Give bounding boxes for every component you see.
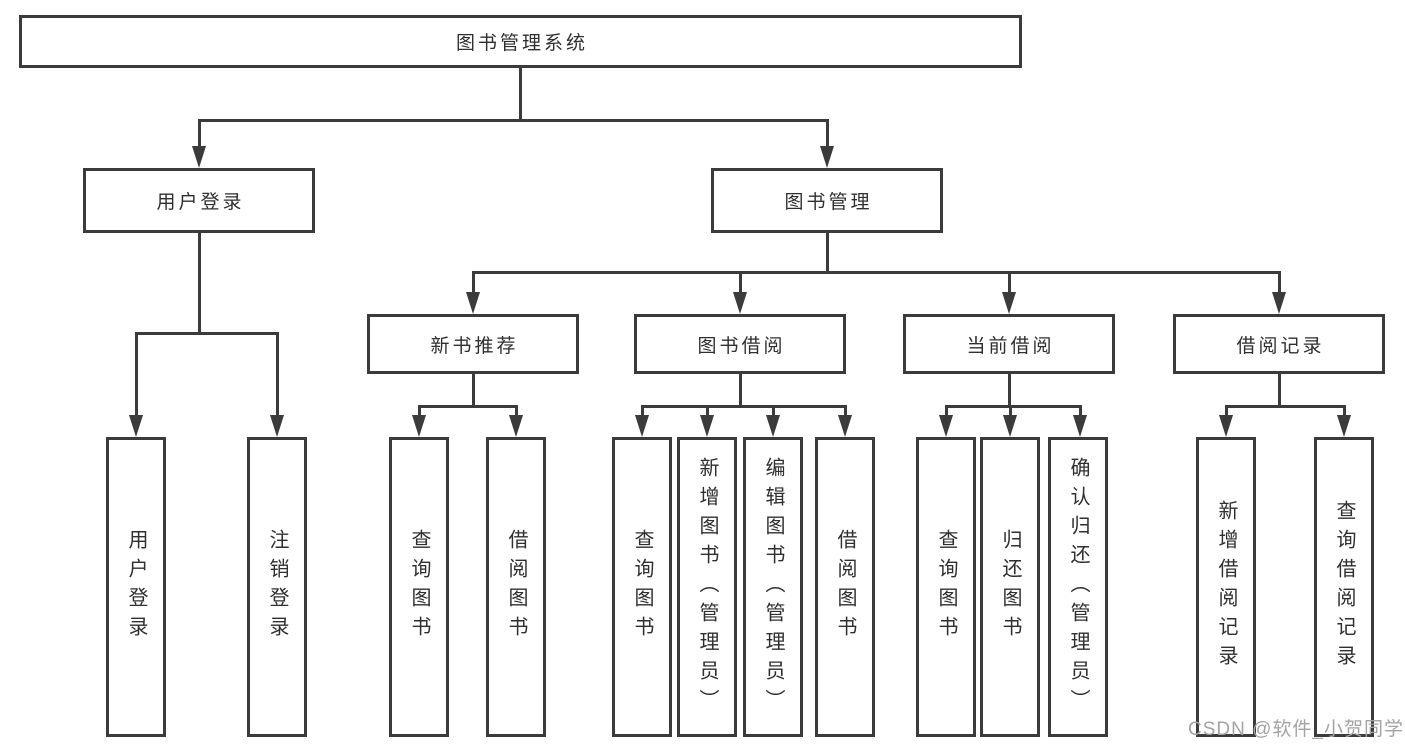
leaf-logout: 注销登录 [247,437,307,737]
connector-line [1007,374,1011,408]
leaf-query-borrow-record: 查询借阅记录 [1314,437,1374,737]
connector-line [705,405,709,417]
connector-line [514,405,518,417]
connector-line [471,374,475,408]
node-book-borrowing: 图书借阅 [634,314,846,374]
node-label: 图书管理 [784,192,873,213]
leaf-label: 借阅图书 [834,529,856,645]
arrowhead-down-icon [270,415,284,437]
connector-line [1078,405,1082,417]
leaf-query-books: 查询图书 [612,437,672,737]
connector-line [1224,405,1228,417]
connector-line [640,405,644,417]
connector-line [1277,271,1281,293]
leaf-label: 归还图书 [999,529,1021,645]
leaf-label: 确认归还（管理员） [1067,456,1089,718]
node-new-book-recommendation: 新书推荐 [367,314,579,374]
leaf-query-books: 查询图书 [389,437,449,737]
csdn-watermark: CSDN @软件_小贺同学 [1188,719,1404,740]
arrowhead-down-icon [838,415,852,437]
node-label: 新书推荐 [430,335,519,357]
node-label: 借阅记录 [1236,335,1325,357]
leaf-add-borrow-record: 新增借阅记录 [1196,437,1256,737]
leaf-borrow-books: 借阅图书 [486,437,546,737]
connector-line [473,271,1279,274]
node-label: 当前借阅 [966,335,1055,357]
node-current-borrowing: 当前借阅 [903,314,1115,374]
arrowhead-down-icon [1003,415,1017,437]
arrowhead-down-icon [1219,415,1233,437]
leaf-user-login: 用户登录 [106,437,166,737]
node-user-login: 用户登录 [83,168,315,233]
connector-line [825,119,829,149]
leaf-label: 查询借阅记录 [1333,500,1355,674]
connector-line [843,405,847,417]
connector-line [1008,405,1012,417]
leaf-add-books-admin: 新增图书（管理员） [677,437,737,737]
arrowhead-down-icon [820,146,834,168]
arrowhead-down-icon [129,415,143,437]
leaf-return-books: 归还图书 [980,437,1040,737]
leaf-label: 查询图书 [408,529,430,645]
connector-line [136,332,277,335]
leaf-query-books: 查询图书 [916,437,976,737]
node-borrowing-records: 借阅记录 [1173,314,1385,374]
connector-line [946,405,1080,408]
connector-line [471,271,475,293]
arrowhead-down-icon [939,415,953,437]
connector-line [199,119,827,122]
leaf-label: 新增借阅记录 [1215,500,1237,674]
arrowhead-down-icon [1073,415,1087,437]
node-label: 用户登录 [156,192,245,213]
connector-line [134,332,138,416]
leaf-label: 注销登录 [266,529,288,645]
connector-line [738,374,742,408]
arrowhead-down-icon [635,415,649,437]
leaf-label: 用户登录 [125,529,147,645]
connector-line [275,332,279,416]
connector-line [1007,271,1011,293]
arrowhead-down-icon [509,415,523,437]
arrowhead-down-icon [1002,292,1016,314]
arrowhead-down-icon [1337,415,1351,437]
leaf-label: 编辑图书（管理员） [762,456,784,718]
node-book-management: 图书管理 [711,168,943,233]
arrowhead-down-icon [466,292,480,314]
leaf-confirm-return-admin: 确认归还（管理员） [1048,437,1108,737]
connector-line [738,271,742,293]
node-library-management-system: 图书管理系统 [19,15,1022,68]
arrowhead-down-icon [1272,292,1286,314]
connector-line [642,405,845,408]
arrowhead-down-icon [192,146,206,168]
connector-line [825,233,829,274]
connector-line [1226,405,1344,408]
connector-line [1277,374,1281,408]
connector-line [197,233,201,335]
connector-line [518,68,522,119]
leaf-label: 新增图书（管理员） [696,456,718,718]
leaf-borrow-books: 借阅图书 [815,437,875,737]
connector-line [771,405,775,417]
leaf-label: 查询图书 [631,529,653,645]
arrowhead-down-icon [700,415,714,437]
leaf-label: 查询图书 [935,529,957,645]
node-label: 图书管理系统 [455,33,588,54]
arrowhead-down-icon [412,415,426,437]
node-label: 图书借阅 [697,335,786,357]
leaf-label: 借阅图书 [505,529,527,645]
arrowhead-down-icon [733,292,747,314]
connector-line [417,405,421,417]
connector-line [944,405,948,417]
leaf-edit-books-admin: 编辑图书（管理员） [743,437,803,737]
arrowhead-down-icon [766,415,780,437]
connector-line [419,405,516,408]
connector-line [197,119,201,149]
connector-line [1342,405,1346,417]
